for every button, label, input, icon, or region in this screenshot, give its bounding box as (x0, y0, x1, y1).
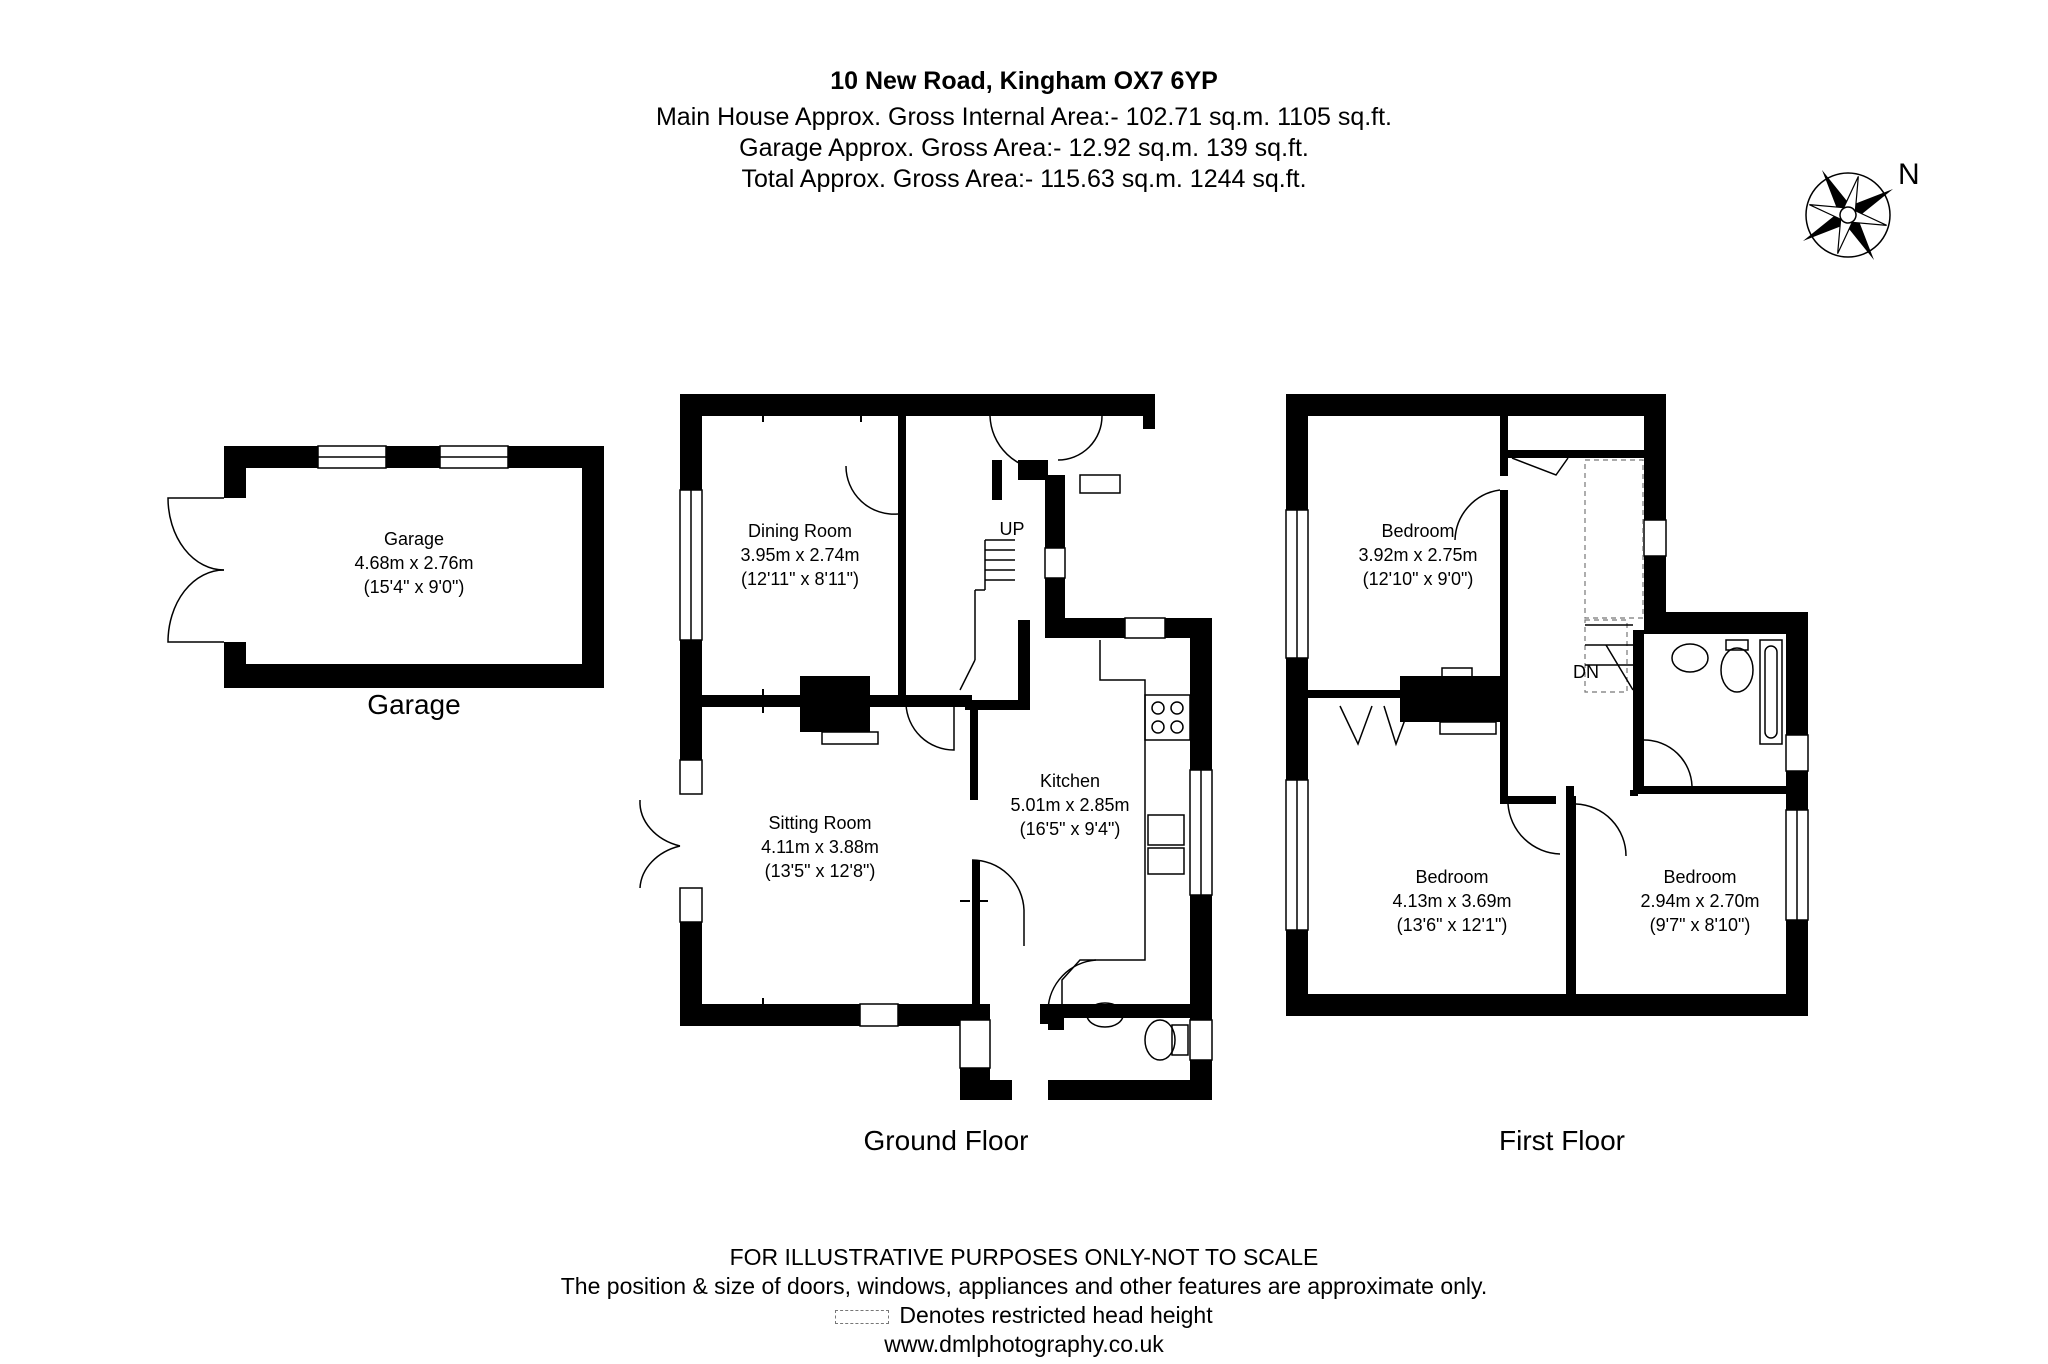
kitchen-name: Kitchen (1040, 771, 1100, 791)
bedroom-3-name: Bedroom (1663, 867, 1736, 887)
garage-dims-imperial: (15'4" x 9'0") (364, 577, 465, 597)
stairs-up-label: UP (999, 519, 1024, 539)
bedroom-2-dims-imperial: (13'6" x 12'1") (1397, 915, 1508, 935)
main-house-area: Main House Approx. Gross Internal Area:-… (655, 103, 1393, 131)
bedroom-3-dims-metric: 2.94m x 2.70m (1640, 891, 1759, 911)
ground-floor-caption: Ground Floor (864, 1125, 1029, 1156)
bedroom-3-dims-imperial: (9'7" x 8'10") (1650, 915, 1751, 935)
bedroom-1-dims-imperial: (12'10" x 9'0") (1363, 569, 1474, 589)
dining-room-dims-metric: 3.95m x 2.74m (740, 545, 859, 565)
dining-room-dims-imperial: (12'11" x 8'11") (741, 569, 859, 589)
compass-rose-icon (1802, 169, 1894, 261)
kitchen-dims-metric: 5.01m x 2.85m (1010, 795, 1129, 815)
bedroom-1-dims-metric: 3.92m x 2.75m (1358, 545, 1477, 565)
bedroom-1-name: Bedroom (1381, 521, 1454, 541)
website-link[interactable]: www.dmlphotography.co.uk (884, 1331, 1164, 1357)
sitting-room-name: Sitting Room (768, 813, 871, 833)
bedroom-2-name: Bedroom (1415, 867, 1488, 887)
kitchen-dims-imperial: (16'5" x 9'4") (1020, 819, 1121, 839)
ground-staircase (959, 539, 1015, 691)
first-floor-plan (1285, 394, 1809, 1016)
garage-dims-metric: 4.68m x 2.76m (354, 553, 473, 573)
stairs-down-label: DN (1573, 662, 1599, 682)
disclaimer-heading: FOR ILLUSTRATIVE PURPOSES ONLY-NOT TO SC… (729, 1244, 1319, 1270)
garage-plan (167, 445, 604, 688)
first-floor-caption: First Floor (1499, 1125, 1625, 1156)
garage-area: Garage Approx. Gross Area:- 12.92 sq.m. … (739, 134, 1309, 162)
restricted-height-legend: Denotes restricted head height (0, 1301, 2048, 1330)
restricted-height-symbol (835, 1309, 890, 1324)
plan-title: 10 New Road, Kingham OX7 6YP (830, 67, 1218, 95)
compass-north-label: N (1898, 158, 1920, 191)
total-area: Total Approx. Gross Area:- 115.63 sq.m. … (741, 165, 1307, 193)
sitting-room-dims-imperial: (13'5" x 12'8") (765, 861, 876, 881)
dining-room-name: Dining Room (748, 521, 852, 541)
restricted-height-text: Denotes restricted head height (899, 1302, 1213, 1328)
bedroom-2-dims-metric: 4.13m x 3.69m (1392, 891, 1511, 911)
garage-caption: Garage (367, 689, 460, 720)
disclaimer-text: The position & size of doors, windows, a… (560, 1273, 1488, 1299)
garage-room-name: Garage (384, 529, 444, 549)
ground-floor-plan (639, 394, 1213, 1100)
sitting-room-dims-metric: 4.11m x 3.88m (761, 837, 879, 857)
